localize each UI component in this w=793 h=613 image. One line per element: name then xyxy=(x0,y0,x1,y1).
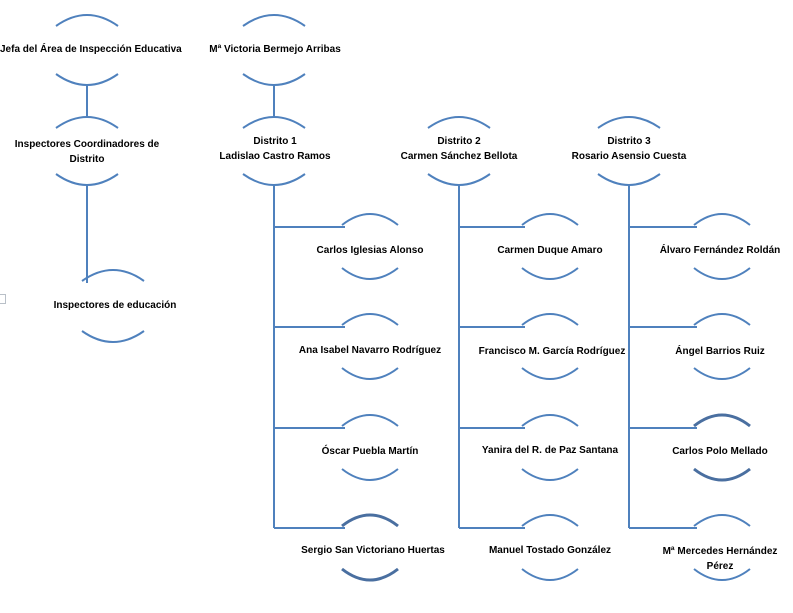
node-coordinadores-top-arc xyxy=(55,116,119,129)
node-distrito2-top-arc xyxy=(427,116,491,129)
distrito3-head: Rosario Asensio Cuesta xyxy=(571,151,687,162)
d2-member-3-node-top-arc xyxy=(521,414,579,427)
d2-member-2: Francisco M. García Rodríguez xyxy=(478,346,626,357)
d2-member-3-node-bottom-arc xyxy=(521,468,579,481)
d2-member-4: Manuel Tostado González xyxy=(488,545,612,556)
d2-member-2-node-bottom-arc xyxy=(521,367,579,380)
node-bermejo-bottom-arc xyxy=(242,73,306,86)
distrito1-title: Distrito 1 xyxy=(253,136,297,147)
node-jefa-bottom-arc xyxy=(55,73,119,86)
d1-member-4: Sergio San Victoriano Huertas xyxy=(301,545,445,556)
node-inspectores-top-arc xyxy=(81,269,145,282)
distrito1-head: Ladislao Castro Ramos xyxy=(219,151,331,162)
node-inspectores-label: Inspectores de educación xyxy=(53,300,177,311)
distrito2-title: Distrito 2 xyxy=(437,136,481,147)
d1-member-2: Ana Isabel Navarro Rodríguez xyxy=(298,345,442,356)
node-jefa-top-arc xyxy=(55,14,119,27)
d2-member-4-node-top-arc xyxy=(521,514,579,527)
d2-member-3: Yanira del R. de Paz Santana xyxy=(481,445,619,456)
d2-member-1-node-top-arc xyxy=(521,213,579,226)
node-coordinadores-label: Inspectores Coordinadores de Distrito xyxy=(14,139,160,165)
d3-member-2-node-top-arc xyxy=(693,313,751,326)
d1-member-2-node-bottom-arc xyxy=(341,367,399,380)
node-jefa-label: Jefa del Área de Inspección Educativa xyxy=(0,44,182,55)
d1-member-1-node-bottom-arc xyxy=(341,267,399,280)
d3-member-4-node-bottom-arc xyxy=(693,568,751,581)
d1-member-3: Óscar Puebla Martín xyxy=(321,446,419,457)
d3-member-3: Carlos Polo Mellado xyxy=(672,446,768,457)
d3-member-3-node-top-arc xyxy=(693,413,751,428)
d1-member-2-node-top-arc xyxy=(341,313,399,326)
node-distrito2-bottom-arc xyxy=(427,173,491,186)
d1-member-3-node-top-arc xyxy=(341,414,399,427)
d3-member-4-node-top-arc xyxy=(693,514,751,527)
d1-member-1: Carlos Iglesias Alonso xyxy=(316,245,424,256)
d3-member-1: Álvaro Fernández Roldán xyxy=(659,245,781,256)
node-distrito3-bottom-arc xyxy=(597,173,661,186)
left-edge-marker xyxy=(0,294,6,304)
node-distrito1-label: Distrito 1 Ladislao Castro Ramos xyxy=(200,134,350,164)
node-inspectores-bottom-arc xyxy=(81,330,145,343)
d3-member-4: Mª Mercedes Hernández Pérez xyxy=(662,546,778,572)
d3-member-2: Ángel Barrios Ruiz xyxy=(675,346,765,357)
node-distrito3-label: Distrito 3 Rosario Asensio Cuesta xyxy=(554,134,704,164)
node-coordinadores-bottom-arc xyxy=(55,173,119,186)
node-distrito1-bottom-arc xyxy=(242,173,306,186)
d1-member-3-node-bottom-arc xyxy=(341,468,399,481)
d3-member-2-node-bottom-arc xyxy=(693,367,751,380)
node-bermejo-top-arc xyxy=(242,14,306,27)
node-distrito2-label: Distrito 2 Carmen Sánchez Bellota xyxy=(384,134,534,164)
d1-member-4-node-top-arc xyxy=(341,513,399,528)
d2-member-4-node-bottom-arc xyxy=(521,568,579,581)
d1-member-4-node-bottom-arc xyxy=(341,567,399,582)
distrito2-head: Carmen Sánchez Bellota xyxy=(400,151,518,162)
node-distrito3-top-arc xyxy=(597,116,661,129)
d3-member-3-node-bottom-arc xyxy=(693,467,751,482)
d1-member-1-node-top-arc xyxy=(341,213,399,226)
d2-member-1: Carmen Duque Amaro xyxy=(497,245,603,256)
d2-member-2-node-top-arc xyxy=(521,313,579,326)
distrito3-title: Distrito 3 xyxy=(607,136,651,147)
d3-member-1-node-bottom-arc xyxy=(693,267,751,280)
d2-member-1-node-bottom-arc xyxy=(521,267,579,280)
node-distrito1-top-arc xyxy=(242,116,306,129)
node-bermejo-label: Mª Victoria Bermejo Arribas xyxy=(209,44,341,55)
d3-member-1-node-top-arc xyxy=(693,213,751,226)
